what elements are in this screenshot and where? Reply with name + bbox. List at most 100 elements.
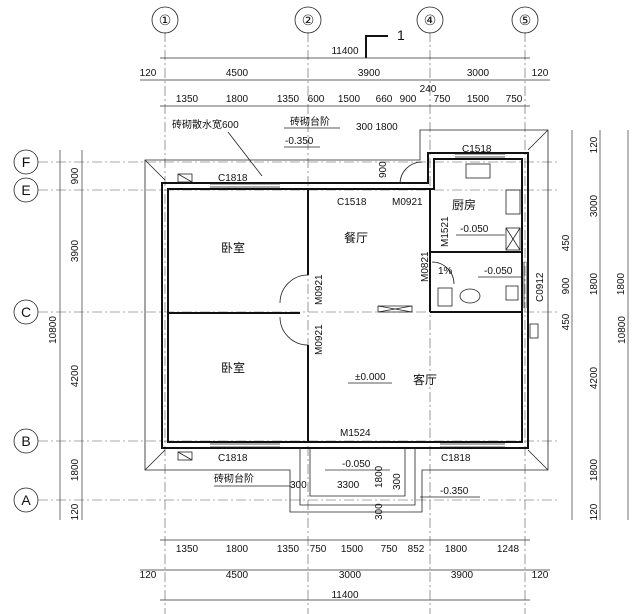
dim-bottom-r1-5: 750 — [381, 544, 398, 555]
apron-outline — [144, 129, 549, 513]
left-dimensions: 900 3900 4200 1800 120 10800 — [48, 150, 83, 520]
dim-top-r2-9: 750 — [506, 94, 523, 105]
grid-label-4: ④ — [424, 12, 437, 28]
grid-label-F: F — [22, 154, 31, 170]
room-bedroom-bottom: 卧室 — [221, 360, 245, 375]
dim-bottom-r2-1: 4500 — [226, 570, 249, 581]
room-bedroom-top: 卧室 — [221, 240, 245, 255]
dim-left-4: 120 — [70, 503, 81, 520]
dim-bottom-r2-3: 3900 — [451, 570, 474, 581]
door-m0821: M0821 — [420, 251, 431, 282]
dim-right-4: 450 — [561, 313, 572, 330]
openings — [210, 153, 528, 448]
right-dimensions: 120 3000 450 1800 450 4200 1800 120 900 … — [561, 130, 629, 520]
dim-left-3: 1800 — [70, 458, 81, 481]
dim-top-r2-3: 600 — [308, 94, 325, 105]
dim-top-r1-2: 3900 — [358, 68, 381, 79]
dim-top-r1-3: 3000 — [467, 68, 490, 79]
dim-bottom-r1-6: 852 — [408, 544, 425, 555]
dim-bottom-r1-4: 1500 — [341, 544, 364, 555]
level-neg050-kitchen: -0.050 — [460, 224, 489, 235]
dim-bottom-r2-2: 3000 — [339, 570, 362, 581]
exterior-walls — [161, 152, 529, 449]
top-dimensions: 11400 120 4500 3900 3000 120 240 1350 18… — [140, 46, 550, 107]
bath-slope-mark: 1% — [438, 266, 453, 277]
dim-top-r2-2: 1350 — [277, 94, 300, 105]
dim-bottom-r2-4: 120 — [532, 570, 549, 581]
dim-right-3: 1800 — [589, 272, 600, 295]
basin-icon — [437, 287, 453, 307]
bottom-dimensions: 1350 1800 1350 750 1500 750 852 1800 124… — [140, 539, 550, 601]
dim-300c: 300 — [374, 503, 385, 520]
dim-right-5: 4200 — [589, 366, 600, 389]
room-names: 卧室 卧室 餐厅 厨房 客厅 — [221, 197, 476, 387]
dim-top-r2-0: 1350 — [176, 94, 199, 105]
dim-top-total: 11400 — [331, 46, 359, 57]
door-m0921-lower: M0921 — [314, 324, 325, 355]
dim-top-r1-0: 120 — [140, 68, 157, 79]
dim-left-1: 3900 — [70, 239, 81, 262]
door-m1521: M1521 — [440, 216, 451, 247]
dim-right-2: 450 — [561, 234, 572, 251]
stove-icon — [465, 163, 491, 179]
grid-label-A: A — [21, 492, 31, 508]
level-neg350-top: -0.350 — [285, 136, 314, 147]
bath-fixtures — [437, 285, 519, 307]
window-c1818-bottom-right: C1818 — [441, 453, 471, 464]
dim-right-7: 120 — [589, 503, 600, 520]
dim-bottom-r1-7: 1800 — [445, 544, 468, 555]
brick-step-bottom-label: 砖砌台阶 — [214, 472, 254, 485]
dim-300-1800: 300 1800 — [356, 122, 398, 133]
level-zero: ±0.000 — [355, 372, 386, 383]
dim-top-r2-6: 900 — [400, 94, 417, 105]
brick-step-top-label: 砖砌台阶 — [290, 115, 330, 128]
dim-top-r2-7: 750 — [434, 94, 451, 105]
dim-top-r2-8: 1500 — [467, 94, 490, 105]
kitchen-fixtures — [465, 163, 521, 251]
dim-300a: 300 — [290, 480, 307, 491]
dim-900: 900 — [378, 161, 389, 178]
dim-bottom-r1-8: 1248 — [497, 544, 520, 555]
dim-right-0: 120 — [589, 136, 600, 153]
opening-codes: C1818 C1518 C1518 M0921 M1521 M0821 C091… — [218, 144, 546, 464]
grid-label-2: ② — [302, 12, 315, 28]
dim-top-r1-1: 4500 — [226, 68, 249, 79]
grid-bubbles-top: ① ② ④ ⑤ 1 — [151, 6, 539, 58]
level-neg350-bottom: -0.350 — [440, 486, 469, 497]
dim-top-r2-5: 660 — [376, 94, 393, 105]
dim-top-r2-1: 1800 — [226, 94, 249, 105]
grid-label-E: E — [21, 182, 30, 198]
dim-bottom-r1-1: 1800 — [226, 544, 249, 555]
section-marker-label: 1 — [397, 27, 405, 43]
dim-3300: 3300 — [337, 480, 360, 491]
window-c1818-bottom-left: C1818 — [218, 453, 248, 464]
room-dining: 餐厅 — [344, 230, 368, 245]
floor-drain-icon — [505, 285, 519, 301]
downspout-icons — [177, 173, 539, 461]
dim-left-total: 10800 — [48, 316, 59, 344]
window-c0912: C0912 — [535, 272, 546, 302]
front-step — [299, 448, 416, 506]
door-m0921-upper: M0921 — [314, 274, 325, 305]
dim-right-1: 3000 — [589, 194, 600, 217]
window-c1518-kitchen: C1518 — [462, 144, 492, 155]
door-m0921-dining: M0921 — [392, 197, 423, 208]
annotations: 砖砌散水宽600 砖砌台阶 -0.350 300 1800 900 -0.050… — [172, 115, 522, 520]
brick-apron-label: 砖砌散水宽600 — [172, 118, 239, 131]
dim-bottom-r1-0: 1350 — [176, 544, 199, 555]
dim-left-2: 4200 — [70, 364, 81, 387]
dim-1800v: 1800 — [374, 465, 385, 488]
dim-right-total: 10800 — [617, 316, 628, 344]
window-c1518-dining: C1518 — [337, 197, 367, 208]
level-neg050-bath: -0.050 — [484, 266, 513, 277]
dim-300b: 300 — [392, 473, 403, 490]
dim-top-r2-4: 1500 — [338, 94, 361, 105]
dim-bottom-r1-3: 750 — [310, 544, 327, 555]
toilet-icon — [459, 288, 481, 304]
grid-label-C: C — [21, 304, 31, 320]
grid-label-1: ① — [159, 12, 172, 28]
dim-right-inner-1: 1800 — [616, 272, 627, 295]
dim-bottom-r2-0: 120 — [140, 570, 157, 581]
interior-walls — [168, 189, 522, 442]
